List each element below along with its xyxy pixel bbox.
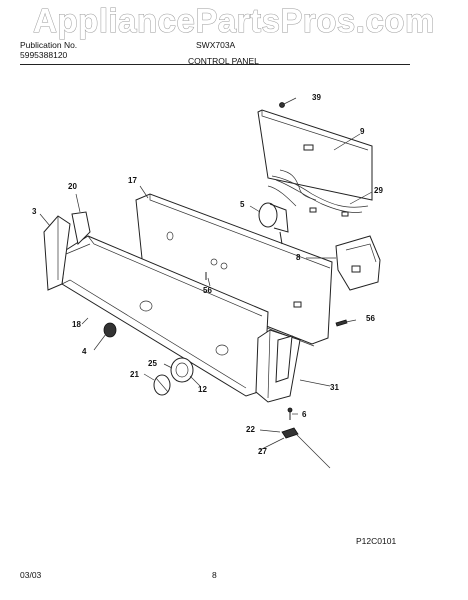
back-panel bbox=[257, 109, 373, 201]
knob-4 bbox=[103, 322, 117, 338]
callout-29: 29 bbox=[374, 186, 383, 195]
footer-date: 03/03 bbox=[20, 570, 42, 580]
callout-6: 6 bbox=[302, 410, 307, 419]
screw-56-right bbox=[335, 319, 348, 327]
callout-17: 17 bbox=[128, 176, 137, 185]
dial-25 bbox=[170, 357, 194, 383]
callout-9: 9 bbox=[360, 127, 365, 136]
clip-27 bbox=[281, 427, 299, 439]
diagram-code: P12C0101 bbox=[356, 536, 397, 546]
callout-22: 22 bbox=[246, 425, 255, 434]
switch-5 bbox=[258, 202, 278, 228]
model-number: SWX703A bbox=[196, 40, 236, 50]
callout-21: 21 bbox=[130, 370, 139, 379]
left-end-cap bbox=[43, 215, 71, 291]
callout-18: 18 bbox=[72, 320, 81, 329]
screw-39 bbox=[279, 102, 285, 108]
header-rule bbox=[20, 64, 410, 65]
callout-4: 4 bbox=[82, 347, 87, 356]
callout-8: 8 bbox=[296, 253, 301, 262]
callout-31: 31 bbox=[330, 383, 339, 392]
wire-harness bbox=[271, 175, 369, 208]
callout-56-right: 56 bbox=[366, 314, 375, 323]
callout-12: 12 bbox=[198, 385, 207, 394]
callout-5: 5 bbox=[240, 200, 245, 209]
callout-56-left: 56 bbox=[203, 286, 212, 295]
callout-25: 25 bbox=[148, 359, 157, 368]
callout-27: 27 bbox=[258, 447, 267, 456]
publication-number: 5995388120 bbox=[20, 50, 68, 60]
callout-20: 20 bbox=[68, 182, 77, 191]
publication-label: Publication No. bbox=[20, 40, 78, 50]
callout-39: 39 bbox=[312, 93, 321, 102]
console-front bbox=[61, 235, 269, 397]
callout-3: 3 bbox=[32, 207, 37, 216]
watermark: AppliancePartsPros.com bbox=[33, 2, 435, 40]
footer-page: 8 bbox=[212, 570, 217, 580]
timer-8 bbox=[335, 235, 381, 291]
section-title: CONTROL PANEL bbox=[188, 56, 259, 66]
